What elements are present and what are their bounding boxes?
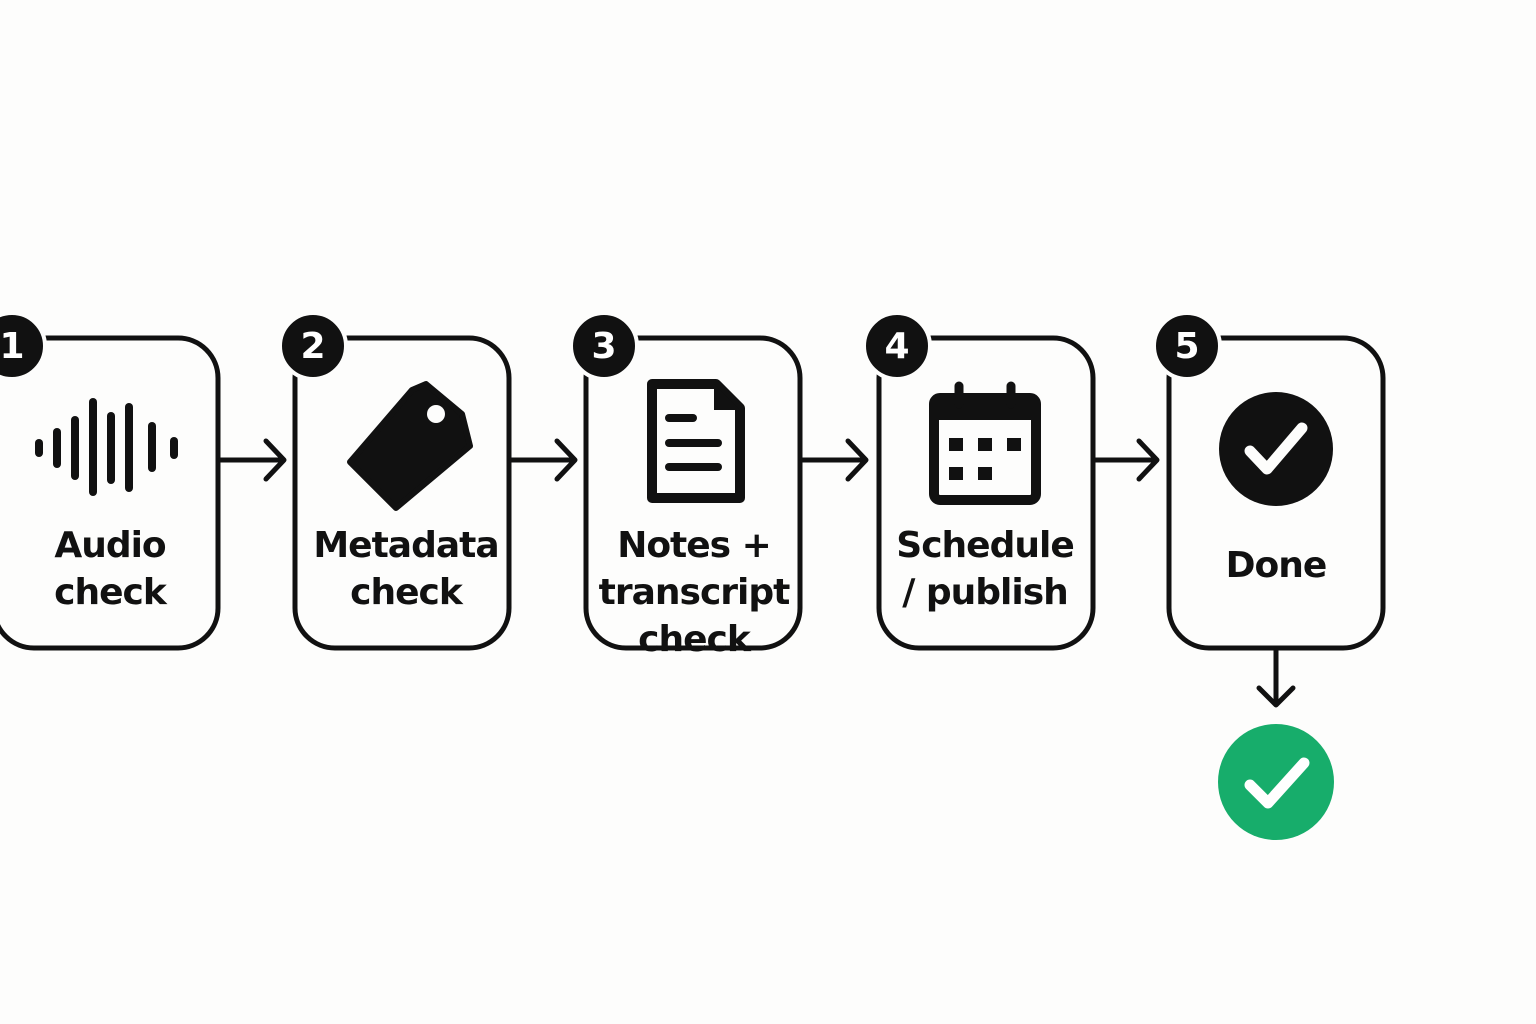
step-badge-4: [862, 311, 932, 381]
step-box-3: [583, 335, 803, 651]
step-badge-1: [0, 311, 47, 381]
step-number-3: 3: [591, 325, 617, 367]
arrow-2-to-3: [508, 438, 578, 482]
step-number-2: 2: [300, 325, 326, 367]
step-badge-5: [1152, 311, 1222, 381]
step-label-4: Schedule / publish: [896, 525, 1074, 613]
step-number-4: 4: [884, 325, 910, 367]
step-label-1: Audio check: [54, 525, 167, 613]
arrow-3-to-4: [799, 438, 869, 482]
step-badge-2: [278, 311, 348, 381]
calendar-icon: [929, 381, 1041, 505]
arrow-5-to-result: [1256, 647, 1296, 708]
step-number-1: 1: [0, 325, 25, 367]
check-circle-icon: [1219, 392, 1333, 506]
step-number-5: 5: [1174, 325, 1200, 367]
audio-waveform-icon: [35, 398, 178, 496]
step-badge-3: [569, 311, 639, 381]
arrow-4-to-5: [1092, 438, 1160, 482]
step-box-4: [876, 335, 1096, 651]
step-label-2: Metadata check: [313, 525, 499, 613]
green-check-circle-icon: [1218, 724, 1334, 840]
step-box-1: [0, 335, 221, 651]
document-icon: [647, 379, 745, 503]
step-box-2: [292, 335, 512, 651]
step-label-5: Done: [1225, 545, 1328, 586]
step-label-3: Notes + transcript check: [598, 525, 791, 660]
tag-icon: [347, 381, 473, 511]
arrow-1-to-2: [217, 438, 287, 482]
